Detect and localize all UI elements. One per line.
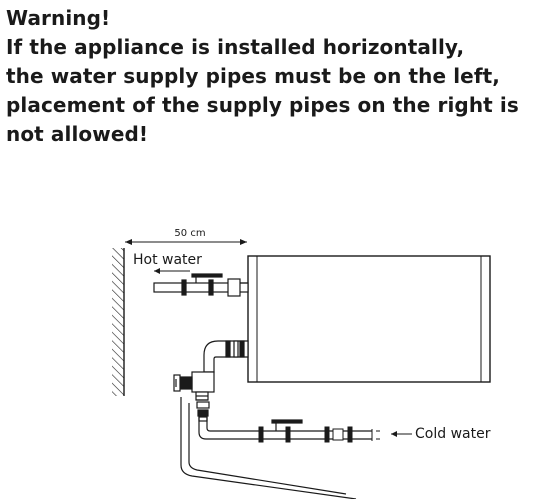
hot-water-label: Hot water [133, 252, 202, 268]
cold-inlet-pipe [203, 340, 249, 373]
hot-water-pipe [153, 278, 249, 297]
distance-dimension: 50 cm [125, 228, 247, 245]
cold-water-arrow [391, 431, 412, 437]
hot-water-arrow [154, 268, 190, 274]
water-heater-tank [247, 255, 491, 383]
warning-title: Warning! [6, 6, 111, 30]
drain-pipe [180, 397, 357, 499]
cold-water-valve-handle [271, 419, 303, 431]
distance-label: 50 cm [174, 228, 205, 239]
warning-line-1: If the appliance is installed horizontal… [6, 35, 465, 59]
warning-text-block: Warning! If the appliance is installed h… [6, 4, 538, 149]
hot-water-valve-handle [191, 273, 223, 283]
warning-line-2: the water supply pipes must be on the le… [6, 64, 500, 88]
cold-water-pipe-end [371, 429, 380, 441]
safety-valve [173, 371, 215, 422]
cold-water-fittings [258, 426, 353, 443]
cold-water-pipe [198, 416, 372, 440]
warning-line-3: placement of the supply pipes on the rig… [6, 93, 519, 117]
warning-line-4: not allowed! [6, 122, 149, 146]
wall [112, 248, 125, 396]
cold-water-label: Cold water [415, 426, 491, 442]
